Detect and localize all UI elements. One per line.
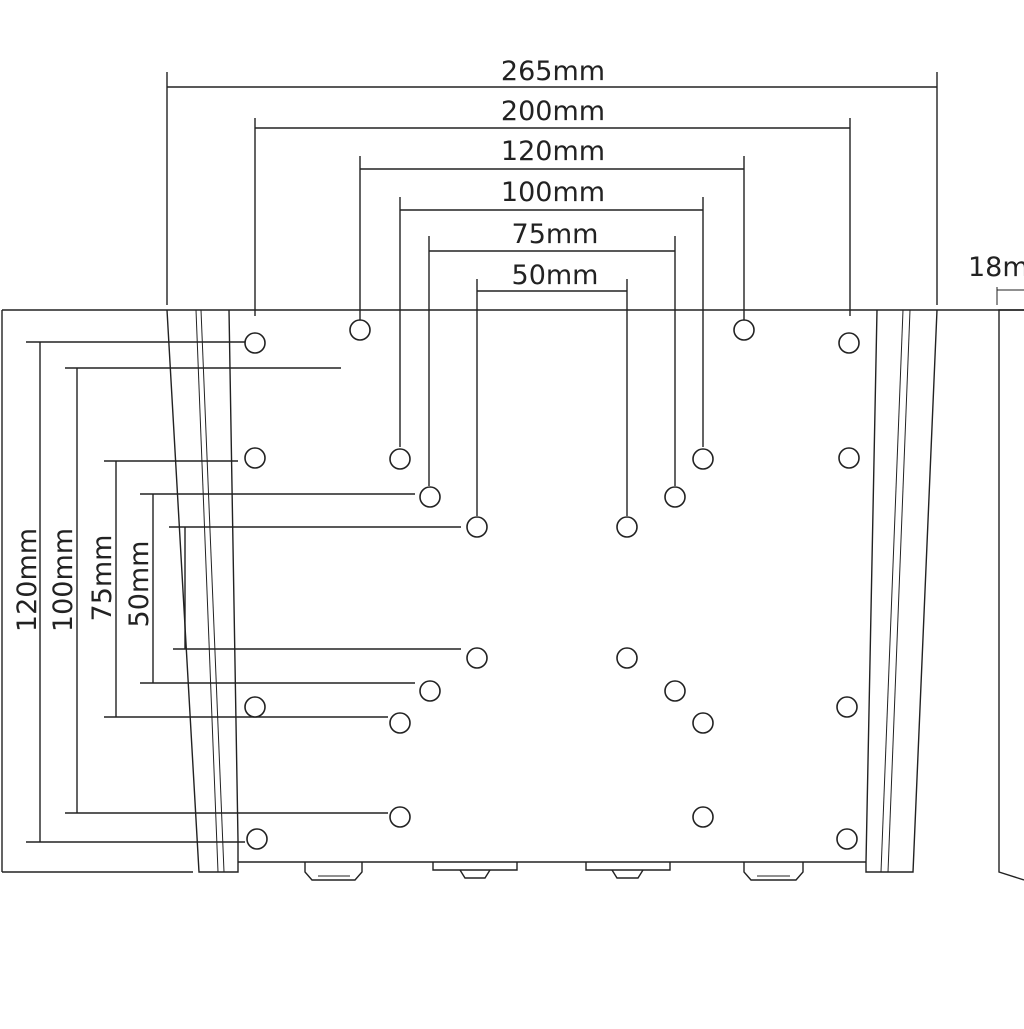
mounting-hole [838,332,860,354]
dim-label-v120: 120mm [12,528,43,632]
mounting-hole [838,447,860,469]
mounting-hole [836,696,858,718]
mounting-hole [244,696,266,718]
mounting-hole [349,319,371,341]
left-rail-fold [200,309,225,873]
left-rail-fold [195,309,219,873]
bottom-foot-detail [459,869,491,879]
mounting-hole [836,828,858,850]
mounting-hole [419,486,441,508]
mounting-hole [389,448,411,470]
mounting-hole [616,516,638,538]
mounting-hole [419,680,441,702]
mounting-hole [692,712,714,734]
mounting-hole [389,712,411,734]
mounting-hole [389,806,411,828]
dim-label-50: 50mm [512,260,599,291]
mounting-hole [246,828,268,850]
mount-plate [1,309,1024,881]
bottom-foot [432,862,518,871]
dim-label-v100: 100mm [48,528,79,632]
dim-label-v50: 50mm [124,541,155,628]
mounting-hole [692,448,714,470]
mounting-hole [244,447,266,469]
bottom-foot [304,862,363,881]
bottom-foot [743,862,804,881]
right-rail-fold [887,309,911,873]
mounting-hole [664,486,686,508]
dim-label-100: 100mm [501,177,605,208]
dim-label-265: 265mm [501,56,605,87]
right-rail-fold [880,309,904,873]
right-rail [865,309,938,873]
side-profile [998,309,1024,881]
mounting-hole [692,806,714,828]
bottom-foot-detail [611,869,644,879]
dim-label-200: 200mm [501,96,605,127]
bottom-foot [585,862,671,871]
left-rail [166,309,239,873]
mounting-hole [733,319,755,341]
side-view: 18mm [968,252,1024,881]
mounting-hole [466,516,488,538]
mounting-hole [244,332,266,354]
dim-label-75: 75mm [512,219,599,250]
horizontal-dimensions: 265mm 200mm 120mm 100mm 75mm 50mm [166,56,938,516]
vertical-dimensions: 120mm 100mm 75mm 50mm [12,341,461,843]
dim-label-v75: 75mm [87,535,118,622]
mounting-hole [466,647,488,669]
dim-label-depth: 18mm [968,252,1024,283]
mounting-hole [664,680,686,702]
dim-label-120: 120mm [501,136,605,167]
mounting-holes [244,319,860,850]
mounting-hole [616,647,638,669]
